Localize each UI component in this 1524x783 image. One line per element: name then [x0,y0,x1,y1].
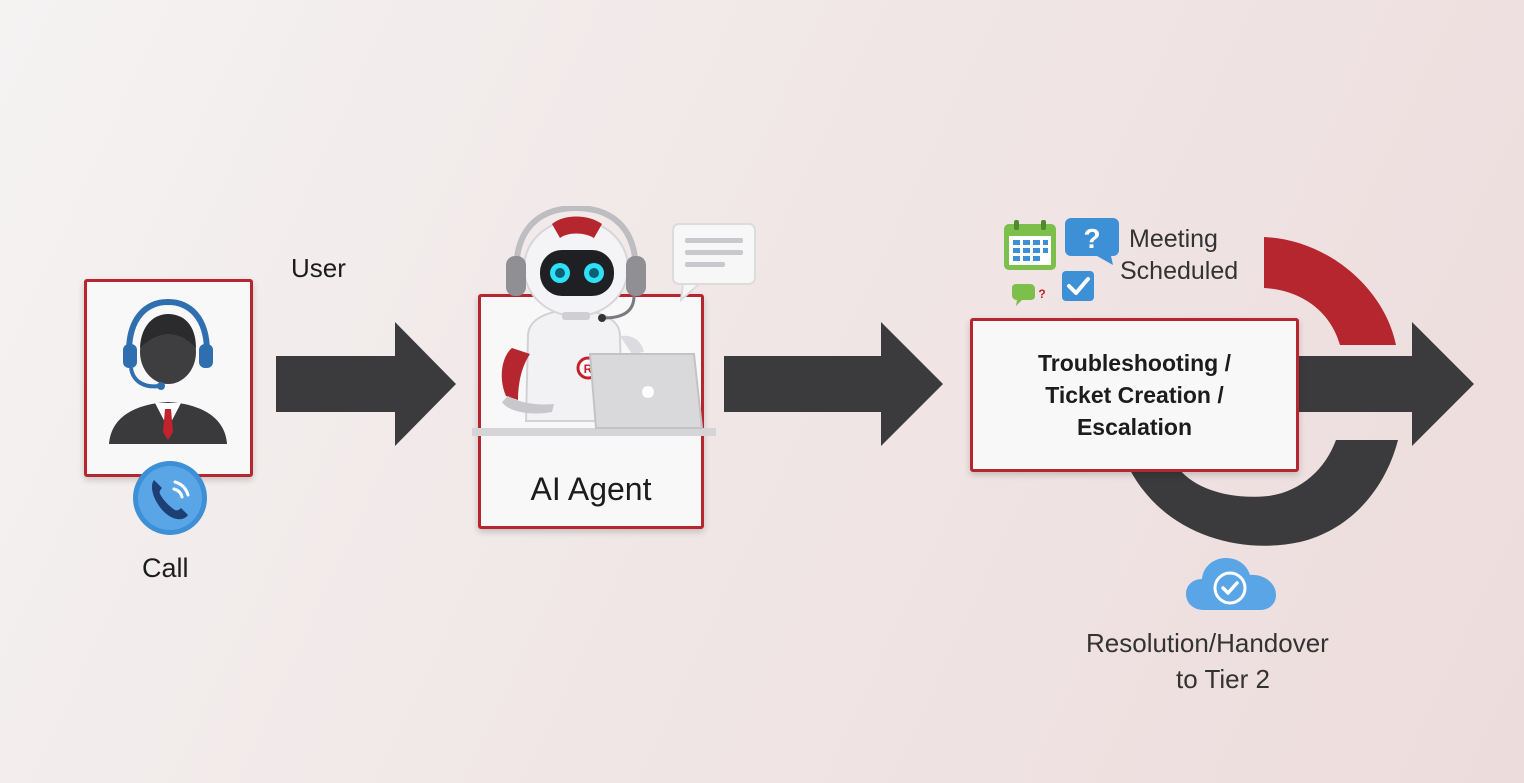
process-line-1: Troubleshooting / [1038,350,1231,376]
resolution-dark-loop [1130,440,1398,546]
svg-text:?: ? [1038,287,1045,301]
phone-icon [133,461,207,535]
call-label: Call [142,553,189,583]
calendar-icon [1004,220,1056,270]
escalation-red-arc [1264,237,1396,345]
user-card [84,279,253,477]
resolution-label-line-1: Resolution/Handover [1086,628,1329,658]
small-chat-icon: ? [1012,284,1046,306]
arrow-agent-to-process [724,322,943,446]
user-label: User [291,253,346,283]
svg-text:?: ? [1083,223,1100,254]
checkbox-icon [1062,271,1094,301]
arrow-user-to-agent [276,322,456,446]
chat-bubble-icon [672,223,756,302]
process-line-2: Ticket Creation / [1045,382,1224,408]
question-bubble-icon: ? [1065,218,1119,265]
meeting-label-line-2: Scheduled [1120,257,1239,285]
resolution-label-line-2: to Tier 2 [1176,664,1270,694]
robot-agent-icon: R [472,206,716,436]
arrow-process-out [1298,322,1474,446]
meeting-label-line-1: Meeting [1129,225,1218,253]
user-headset-icon [109,298,227,444]
svg-text:R: R [584,362,593,376]
cloud-check-icon [1186,558,1276,610]
process-box: Troubleshooting / Ticket Creation / Esca… [970,318,1299,472]
process-line-3: Escalation [1076,414,1193,440]
ai-agent-label: AI Agent [530,471,652,507]
